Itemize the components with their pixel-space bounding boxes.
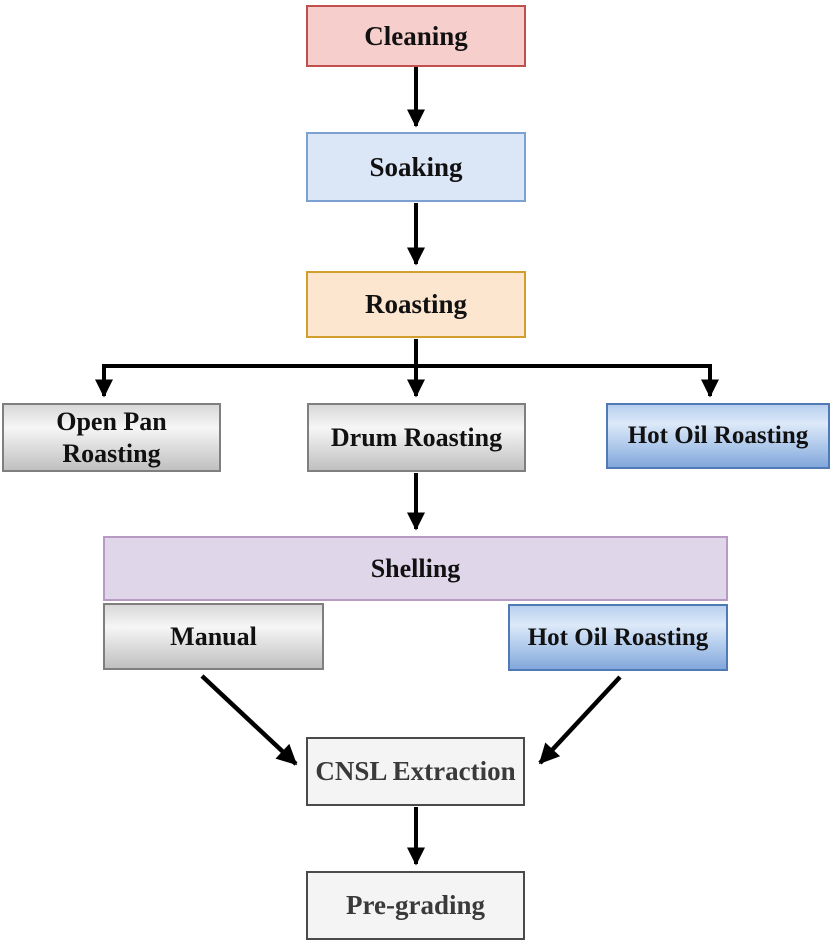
node-shelling: Shelling — [103, 536, 728, 601]
node-hot-oil-roasting-shelling: Hot Oil Roasting — [508, 604, 728, 671]
node-drum-roasting: Drum Roasting — [307, 403, 526, 472]
node-open-pan-roasting: Open Pan Roasting — [2, 403, 221, 472]
branch-line — [104, 339, 710, 368]
arrow-hotoil-cnsl — [538, 675, 622, 765]
node-cleaning: Cleaning — [306, 5, 526, 67]
node-soaking: Soaking — [306, 132, 526, 202]
arrow-manual-cnsl — [200, 674, 298, 766]
node-hot-oil-roasting-top: Hot Oil Roasting — [606, 403, 830, 469]
node-roasting: Roasting — [306, 271, 526, 338]
node-cnsl-extraction: CNSL Extraction — [306, 737, 525, 806]
node-pre-grading: Pre-grading — [306, 871, 525, 940]
node-manual: Manual — [103, 603, 324, 670]
